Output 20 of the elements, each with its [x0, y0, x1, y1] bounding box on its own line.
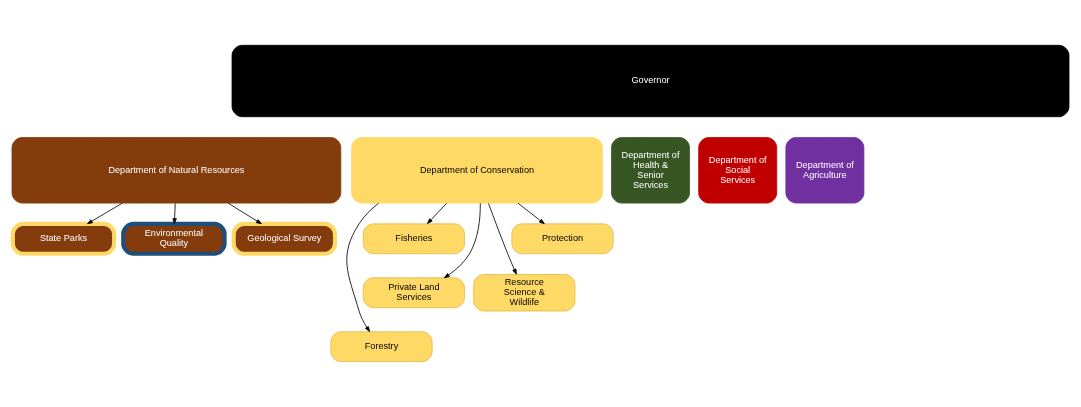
node-box: Protection	[511, 223, 614, 255]
arrow	[427, 202, 447, 224]
node-box: Forestry	[330, 331, 433, 363]
node-box: Fisheries	[362, 223, 465, 255]
node-box: Department of Conservation	[351, 137, 603, 204]
arrow	[517, 202, 545, 225]
node-box: Resource Science & Wildlife	[473, 274, 576, 312]
node-box: Department of Health & Senior Services	[611, 137, 690, 204]
arrow	[87, 202, 123, 225]
arrow	[346, 202, 379, 332]
node-box: Private Land Services	[362, 277, 465, 309]
node-box: Environmental Quality	[121, 221, 227, 256]
arrow	[443, 202, 481, 279]
arrow	[172, 202, 177, 224]
node-box: Governor	[231, 44, 1070, 118]
node-box: Department of Natural Resources	[11, 137, 342, 204]
arrow	[227, 202, 262, 225]
node-box: Department of Social Services	[698, 137, 778, 204]
arrow	[488, 203, 517, 275]
node-box: Department of Agriculture	[785, 137, 865, 204]
